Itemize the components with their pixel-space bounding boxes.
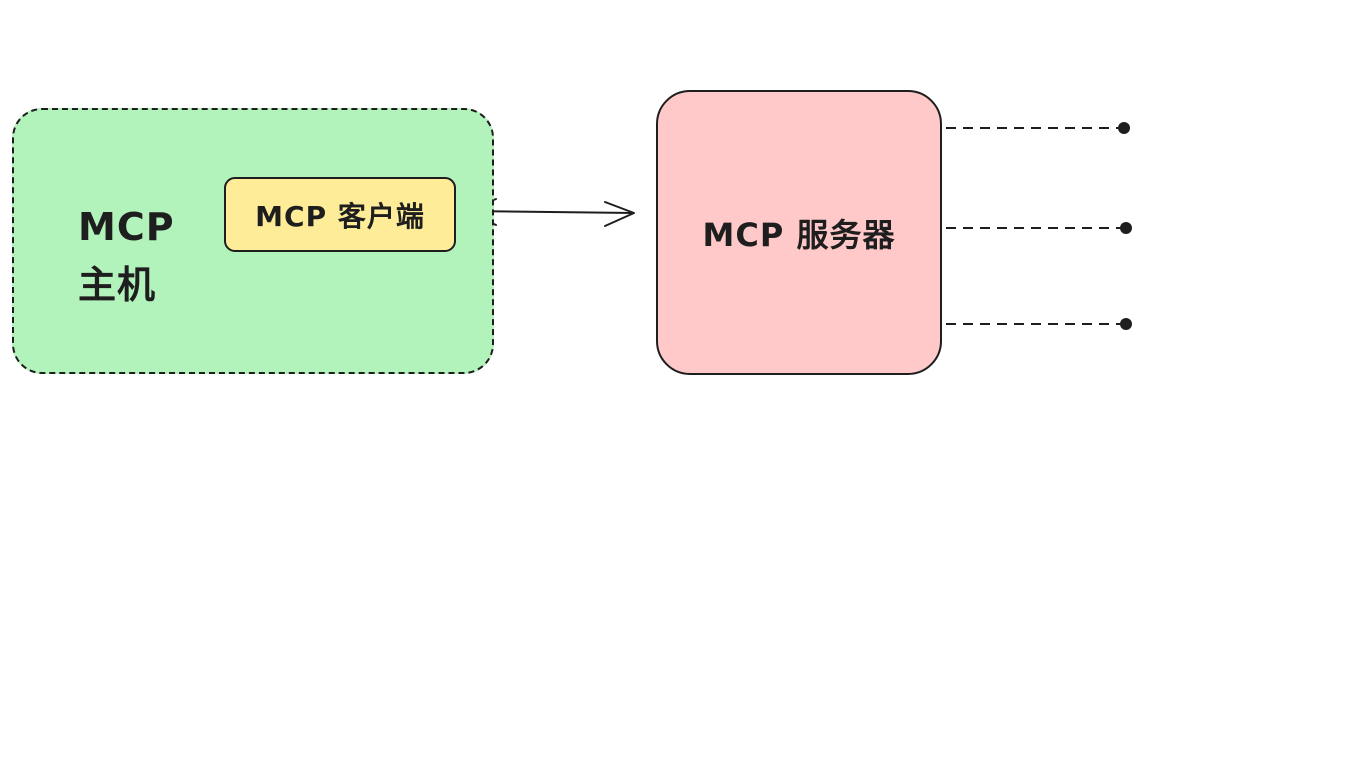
mcp-client-label: MCP 客户端 <box>255 199 425 233</box>
mcp-host-label-line2: 主机 <box>78 263 157 307</box>
mcp-server-label: MCP 服务器 <box>702 215 896 254</box>
mcp-host-label-line1: MCP <box>78 205 175 249</box>
server-connector-2 <box>946 222 1132 234</box>
server-connector-1 <box>946 122 1130 134</box>
mcp-server-box: MCP 服务器 <box>656 90 942 375</box>
mcp-host-label: MCP 主机 <box>78 198 218 314</box>
server-connector-3 <box>946 318 1132 330</box>
mcp-client-box: MCP 客户端 <box>224 177 456 252</box>
